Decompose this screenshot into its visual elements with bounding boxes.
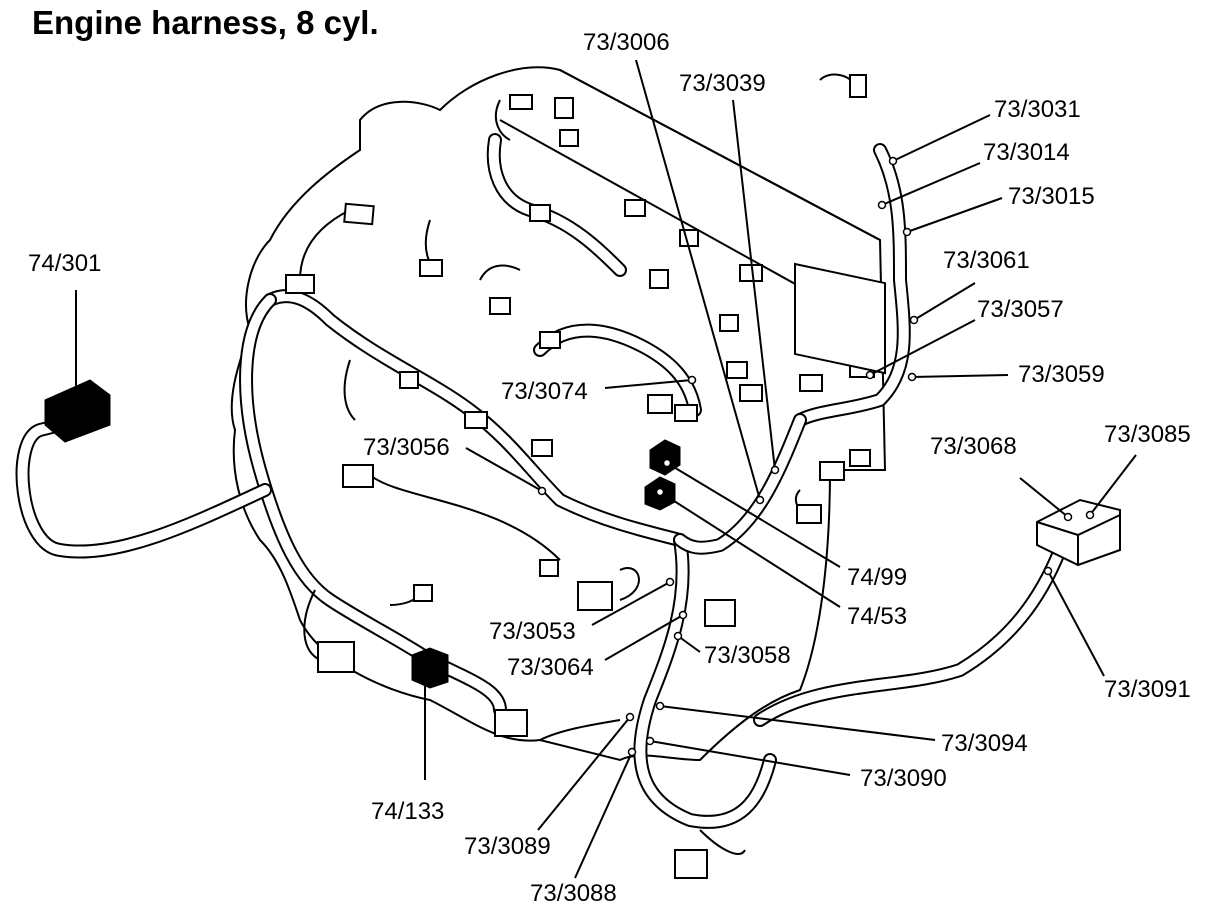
label-73-3039: 73/3039	[679, 70, 766, 97]
label-73-3088: 73/3088	[530, 880, 617, 907]
junction-box	[1036, 498, 1121, 567]
manifold-edge	[559, 69, 881, 241]
label-73-3014: 73/3014	[983, 139, 1070, 166]
label-73-3091: 73/3091	[1104, 676, 1191, 703]
label-73-3031: 73/3031	[994, 96, 1081, 123]
label-73-3074: 73/3074	[501, 378, 588, 405]
cable-to-74-301	[17, 420, 270, 557]
label-73-3068: 73/3068	[930, 433, 1017, 460]
label-73-3058: 73/3058	[704, 642, 791, 669]
label-73-3061: 73/3061	[943, 247, 1030, 274]
junction-box-edge	[1036, 514, 1121, 565]
label-73-3057: 73/3057	[977, 296, 1064, 323]
cable-to-74-301	[15, 418, 272, 559]
label-74-53: 74/53	[847, 603, 908, 630]
label-73-3094: 73/3094	[941, 730, 1028, 757]
label-73-3089: 73/3089	[464, 833, 551, 860]
main-harness-loom	[239, 133, 1067, 829]
diagram-title: Engine harness, 8 cyl.	[32, 4, 379, 41]
label-74-133: 74/133	[371, 798, 445, 825]
label-73-3006: 73/3006	[583, 29, 670, 56]
label-73-3059: 73/3059	[1018, 361, 1105, 388]
label-74-99: 74/99	[847, 564, 908, 591]
label-74-301: 74/301	[28, 250, 102, 277]
leader-dots	[537, 156, 1095, 757]
leader-lines	[75, 59, 1137, 879]
label-73-3085: 73/3085	[1104, 421, 1191, 448]
connectors	[285, 74, 886, 879]
label-73-3053: 73/3053	[489, 618, 576, 645]
label-73-3090: 73/3090	[860, 765, 947, 792]
branch-wires	[299, 73, 856, 855]
label-73-3015: 73/3015	[1008, 183, 1095, 210]
label-73-3064: 73/3064	[507, 654, 594, 681]
label-73-3056: 73/3056	[363, 434, 450, 461]
